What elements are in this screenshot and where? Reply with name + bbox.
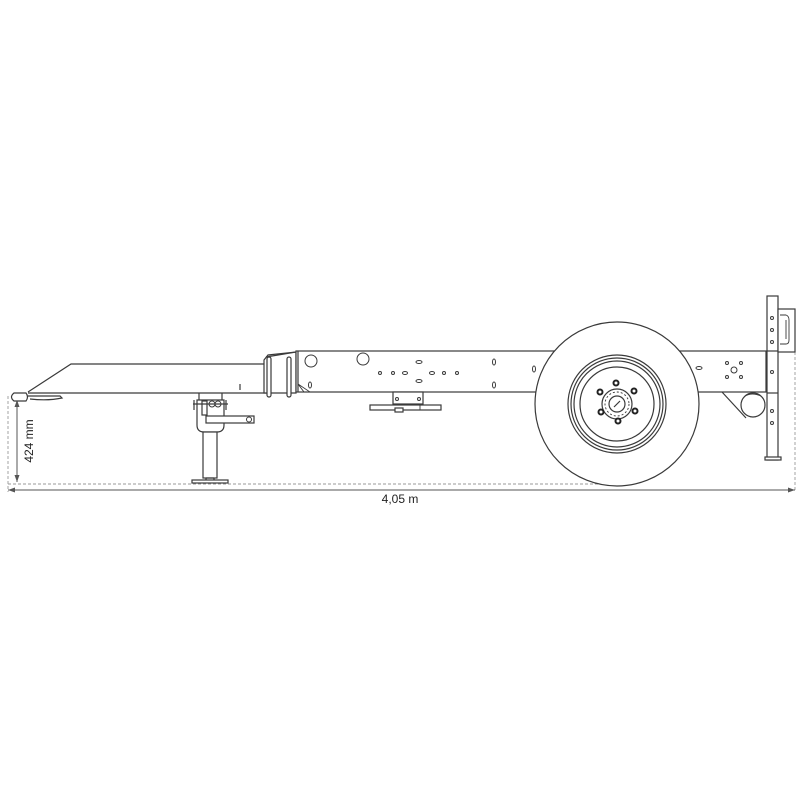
frame-clamp — [263, 351, 297, 398]
length-dimension-label: 4,05 m — [382, 492, 419, 506]
extension-lines — [7, 352, 796, 492]
height-dimension-label: 424 mm — [22, 419, 36, 462]
rear-support-leg — [764, 295, 782, 461]
hitch-coupling — [10, 392, 29, 402]
height-dimension: 424 mm — [14, 400, 36, 482]
length-dimension: 4,05 m — [8, 487, 795, 506]
rear-roller — [721, 391, 766, 419]
drawbar — [27, 363, 270, 401]
rear-bracket-plate — [777, 308, 796, 353]
jockey-wheel-stand — [191, 393, 255, 484]
wheel-hub — [596, 379, 639, 425]
center-bracket — [369, 391, 442, 413]
